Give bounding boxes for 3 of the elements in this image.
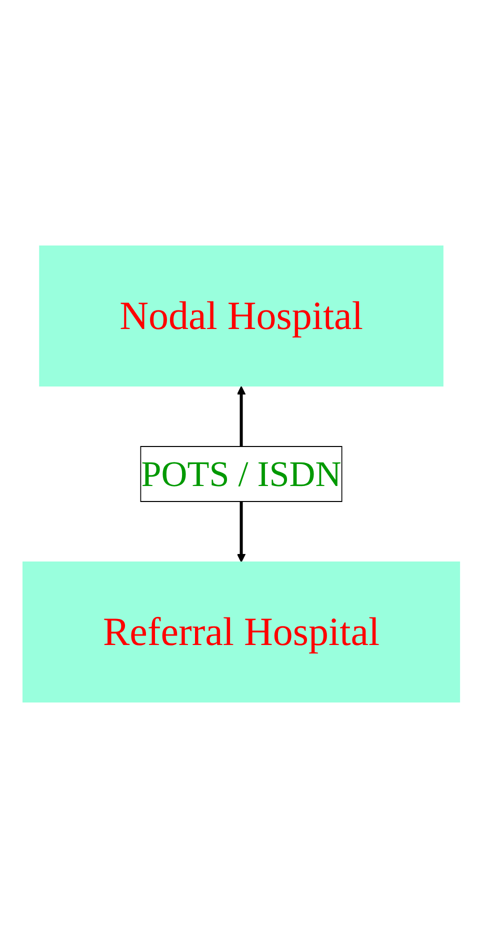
node-box: Referral Hospital: [22, 561, 460, 702]
edge-label: POTS / ISDN: [141, 454, 342, 494]
node-box: Nodal Hospital: [39, 245, 444, 386]
